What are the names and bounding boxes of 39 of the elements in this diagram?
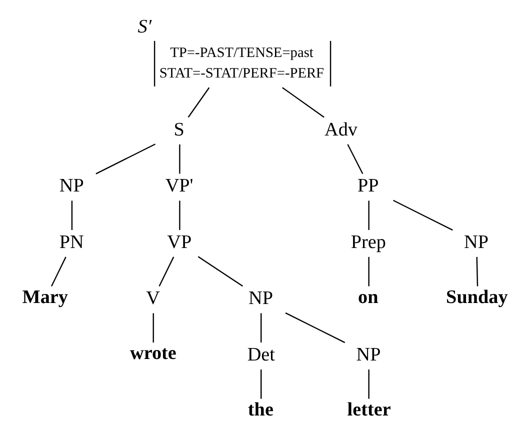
connector <box>393 199 453 230</box>
connector <box>71 200 73 230</box>
connector <box>260 368 262 398</box>
node-text: PP <box>357 175 379 196</box>
node-text: Prep <box>350 231 386 252</box>
node-text: PN <box>59 231 84 252</box>
connector <box>96 143 156 174</box>
node-text: NP <box>59 175 84 196</box>
node-text: NP <box>248 288 273 309</box>
connector <box>50 256 66 286</box>
connector <box>368 256 370 286</box>
connector <box>476 256 478 286</box>
node-text: Adv <box>324 118 358 140</box>
node-text: Sunday <box>446 286 508 308</box>
node-text: NP <box>356 344 381 365</box>
connector <box>198 256 244 286</box>
node-text: on <box>358 286 378 308</box>
connector <box>188 86 210 118</box>
connector <box>368 368 370 398</box>
node-text: S <box>174 118 184 140</box>
node-text: letter <box>347 398 391 420</box>
connector <box>179 144 180 174</box>
node-text: VP' <box>165 175 194 196</box>
node-text: VP <box>167 231 192 252</box>
node-text: wrote <box>130 342 176 364</box>
node-text: Det <box>247 344 275 365</box>
connector <box>282 86 324 118</box>
node-text: S′ TP=-PAST/TENSE=past STAT=-STAT/PERF=-PERF <box>138 16 324 82</box>
connector <box>158 256 174 286</box>
node-text: V <box>146 288 160 309</box>
connector <box>347 144 364 174</box>
node-text: NP <box>464 231 488 252</box>
connector <box>179 200 180 230</box>
connector <box>260 312 262 342</box>
node-text: the <box>248 398 274 420</box>
connector <box>368 200 370 230</box>
connector <box>152 312 154 342</box>
connector <box>285 312 346 343</box>
node-text: Mary <box>22 286 68 308</box>
